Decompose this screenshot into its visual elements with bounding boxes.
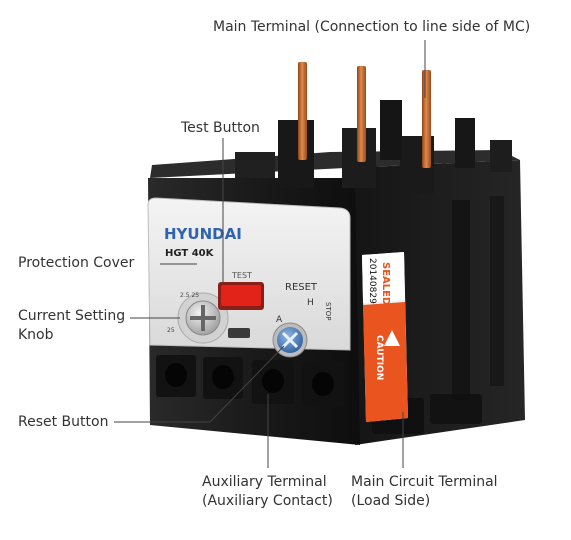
warning-triangle-icon bbox=[384, 330, 400, 346]
side-ribs bbox=[452, 196, 504, 400]
label-test-button: Test Button bbox=[181, 120, 260, 136]
label-auxiliary-terminal-2: (Auxiliary Contact) bbox=[202, 493, 333, 509]
svg-text:25: 25 bbox=[167, 327, 175, 334]
aux-slot bbox=[228, 328, 250, 338]
label-main-circuit-terminal-1: Main Circuit Terminal bbox=[351, 474, 498, 490]
a-mark: A bbox=[276, 315, 283, 325]
sealed-sticker: SEALED 20140829 CAUTION bbox=[362, 252, 408, 422]
serial-number: 20140829 bbox=[367, 258, 377, 304]
main-terminal-pins bbox=[298, 62, 431, 168]
label-current-setting-knob-1: Current Setting bbox=[18, 308, 126, 324]
test-button[interactable] bbox=[218, 282, 264, 310]
reset-label: RESET bbox=[285, 282, 318, 293]
label-protection-cover: Protection Cover bbox=[18, 255, 135, 271]
label-reset-button: Reset Button bbox=[18, 414, 109, 430]
current-setting-knob[interactable]: 2.5 25 25 bbox=[167, 292, 229, 344]
caution-label: CAUTION bbox=[374, 335, 384, 380]
label-auxiliary-terminal-1: Auxiliary Terminal bbox=[202, 474, 327, 490]
model-label: HGT 40K bbox=[165, 248, 215, 259]
test-label: TEST bbox=[231, 271, 252, 280]
h-mark: H bbox=[307, 298, 314, 308]
label-main-circuit-terminal-2: (Load Side) bbox=[351, 493, 431, 509]
svg-text:2.5 25: 2.5 25 bbox=[180, 292, 199, 299]
auxiliary-terminals bbox=[156, 355, 344, 406]
label-current-setting-knob-2: Knob bbox=[18, 327, 54, 343]
stop-label: STOP bbox=[324, 302, 332, 320]
label-main-terminal: Main Terminal (Connection to line side o… bbox=[213, 19, 531, 35]
leader-reset-button bbox=[114, 345, 285, 423]
sealed-label: SEALED bbox=[380, 262, 391, 305]
brand-logo: HYUNDAI bbox=[164, 225, 242, 243]
leader-lines bbox=[114, 40, 426, 468]
